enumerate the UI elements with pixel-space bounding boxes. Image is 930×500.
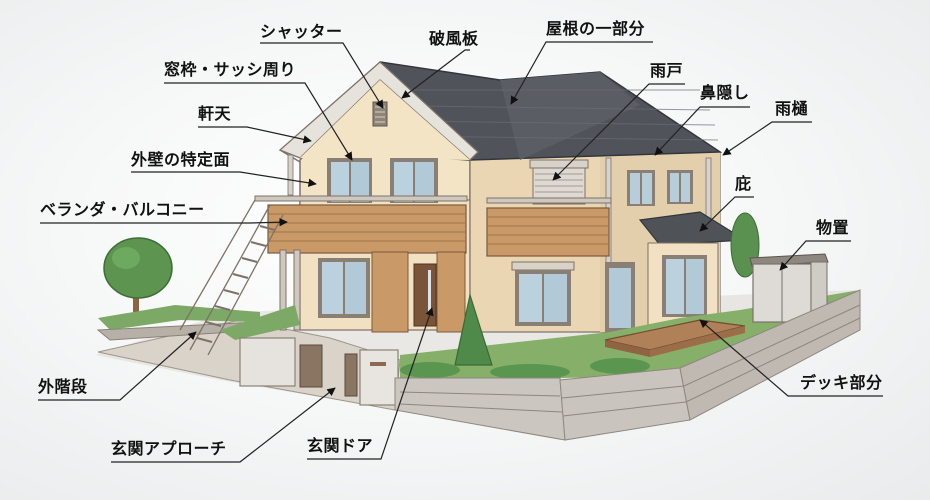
label-outdoor-stairs: 外階段	[38, 377, 88, 396]
label-storm-shutter: 雨戸	[650, 61, 684, 80]
tree-left	[96, 237, 263, 341]
label-window-frame: 窓枠・サッシ周り	[164, 60, 297, 79]
label-shutter: シャッター	[260, 22, 343, 41]
label-veranda: ベランダ・バルコニー	[40, 200, 205, 219]
label-deck: デッキ部分	[800, 373, 883, 392]
label-fascia: 鼻隠し	[700, 83, 750, 102]
label-canopy: 庇	[735, 174, 752, 193]
label-roof-part: 屋根の一部分	[546, 19, 646, 38]
balcony-right	[486, 197, 612, 257]
storage-shed	[749, 253, 829, 323]
label-front-door: 玄関ドア	[307, 436, 374, 455]
outdoor-stairs	[179, 199, 284, 356]
label-exterior-wall: 外壁の特定面	[131, 150, 231, 169]
label-bargeboard: 破風板	[429, 29, 479, 48]
balcony-left	[254, 195, 468, 254]
block-wall	[394, 289, 861, 441]
label-entrance-approach: 玄関アプローチ	[111, 439, 227, 458]
label-gutter: 雨樋	[775, 99, 809, 118]
label-storage-shed: 物置	[816, 218, 850, 237]
label-soffit: 軒天	[198, 104, 232, 123]
